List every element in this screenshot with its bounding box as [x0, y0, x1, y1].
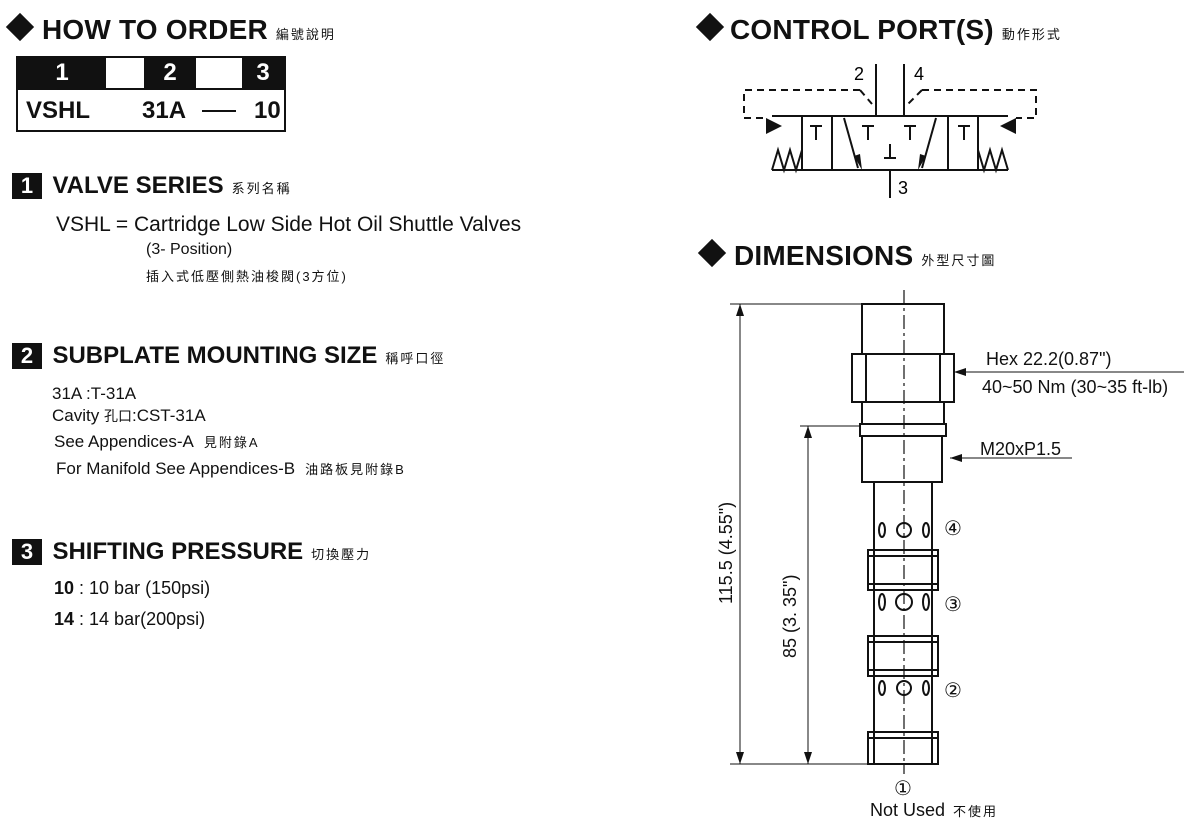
order-code-header: 1 2 3 [18, 58, 284, 90]
order-code-pressure: 10 [254, 97, 281, 124]
valve-series-position: (3- Position) [146, 241, 233, 258]
thread-label: M20xP1.5 [980, 439, 1062, 459]
subplate-title: SUBPLATE MOUNTING SIZE [52, 342, 378, 369]
port-2-marker: ② [944, 680, 962, 702]
pressure-option-10: 10 : 10 bar (150psi) [54, 578, 210, 599]
pressure-option-14: 14 : 14 bar(200psi) [54, 609, 205, 630]
subplate-title-cjk: 稱呼口徑 [385, 351, 446, 366]
pilot-line-right [922, 89, 1037, 119]
dimensions-title: DIMENSIONS [734, 240, 914, 271]
diamond-bullet-icon [5, 12, 35, 42]
subplate-cavity: Cavity 孔口:CST-31A [52, 406, 206, 426]
section-subplate-heading: 2 SUBPLATE MOUNTING SIZE 稱呼口徑 [12, 342, 445, 370]
valve-series-cjk: 插入式低壓側熱油梭閥(3方位) [146, 269, 348, 284]
port-3-label: 3 [898, 178, 908, 198]
overall-length-label: 115.5 (4.55") [716, 501, 736, 604]
pressure-code-14: 14 [54, 609, 75, 629]
how-to-order-heading: HOW TO ORDER 編號說明 [5, 12, 336, 46]
section-valve-series-heading: 1 VALVE SERIES 系列名稱 [12, 172, 292, 200]
appendix-a-cjk: 見附錄A [203, 435, 260, 450]
subplate-appendix-a: See Appendices-A 見附錄A [54, 432, 260, 452]
hydraulic-symbol: 2 4 3 [743, 64, 1037, 198]
valve-body [801, 115, 979, 171]
subplate-appendix-b: For Manifold See Appendices-B 油路板見附錄B [56, 459, 406, 479]
port-3-marker: ③ [944, 594, 962, 616]
port-2-label: 2 [854, 64, 864, 84]
cartridge-top-stem [861, 303, 945, 355]
port-1-marker: ① [894, 778, 912, 800]
how-to-order-title-cjk: 編號說明 [275, 27, 336, 42]
section-number-2: 2 [12, 343, 42, 369]
seal-ring-lower [867, 731, 939, 765]
right-spring [977, 146, 1009, 174]
valve-series-title: VALVE SERIES [52, 172, 224, 199]
pressure-text-14: : 14 bar(200psi) [74, 609, 206, 629]
shifting-pressure-title-cjk: 切換壓力 [311, 547, 372, 562]
seal-ring-middle [867, 635, 939, 677]
appendix-a-text: See Appendices-A [54, 432, 194, 451]
order-col-2: 2 [144, 58, 196, 88]
left-pilot-arrow [766, 118, 782, 134]
diamond-bullet-icon [697, 238, 727, 268]
order-code-size: 31A [142, 97, 187, 124]
port-4-marker: ④ [944, 518, 962, 540]
order-code-separator [202, 110, 236, 112]
order-col-3: 3 [242, 58, 284, 88]
torque-label: 40~50 Nm (30~35 ft-lb) [982, 377, 1169, 397]
pressure-text-10: : 10 bar (150psi) [74, 578, 211, 598]
cavity-label: Cavity [52, 406, 104, 425]
shifting-pressure-title: SHIFTING PRESSURE [52, 538, 304, 565]
valve-series-title-cjk: 系列名稱 [231, 181, 292, 196]
subplate-size: 31A :T-31A [52, 384, 137, 403]
dimensions-title-cjk: 外型尺寸圖 [921, 253, 997, 268]
pressure-code-10: 10 [54, 578, 75, 598]
order-code-series: VSHL [26, 97, 91, 124]
not-used-cjk: 不使用 [953, 804, 999, 819]
cartridge-thread [861, 435, 943, 483]
dimensions-heading: DIMENSIONS 外型尺寸圖 [697, 238, 997, 272]
seal-ring-upper [867, 549, 939, 591]
left-spring [771, 146, 803, 174]
port-4-label: 4 [914, 64, 924, 84]
cavity-label-cjk: 孔口 [103, 408, 132, 424]
control-ports-heading: CONTROL PORT(S) 動作形式 [695, 12, 1062, 46]
order-code-table: 1 2 3 VSHL 31A 10 [16, 56, 286, 132]
appendix-b-text: For Manifold See Appendices-B [56, 459, 296, 478]
valve-series-description: VSHL = Cartridge Low Side Hot Oil Shuttl… [56, 213, 522, 236]
section-shifting-pressure-heading: 3 SHIFTING PRESSURE 切換壓力 [12, 538, 371, 566]
cartridge-hex [851, 353, 955, 403]
section-number-3: 3 [12, 539, 42, 565]
lower-length-label: 85 (3. 35") [780, 574, 800, 658]
section-number-1: 1 [12, 173, 42, 199]
order-col-1: 1 [18, 58, 106, 88]
control-ports-title: CONTROL PORT(S) [730, 14, 994, 45]
right-pilot-arrow [1000, 118, 1016, 134]
cavity-code: :CST-31A [131, 406, 206, 425]
not-used-note: Not Used 不使用 [870, 800, 998, 821]
control-ports-title-cjk: 動作形式 [1001, 27, 1062, 42]
diamond-bullet-icon [695, 12, 725, 42]
how-to-order-title: HOW TO ORDER [42, 14, 268, 45]
pilot-line-left [743, 89, 860, 119]
appendix-b-cjk: 油路板見附錄B [305, 462, 406, 477]
not-used-text: Not Used [870, 800, 946, 820]
hex-size-label: Hex 22.2(0.87") [986, 349, 1112, 369]
cartridge-dimension-drawing [730, 290, 1184, 774]
